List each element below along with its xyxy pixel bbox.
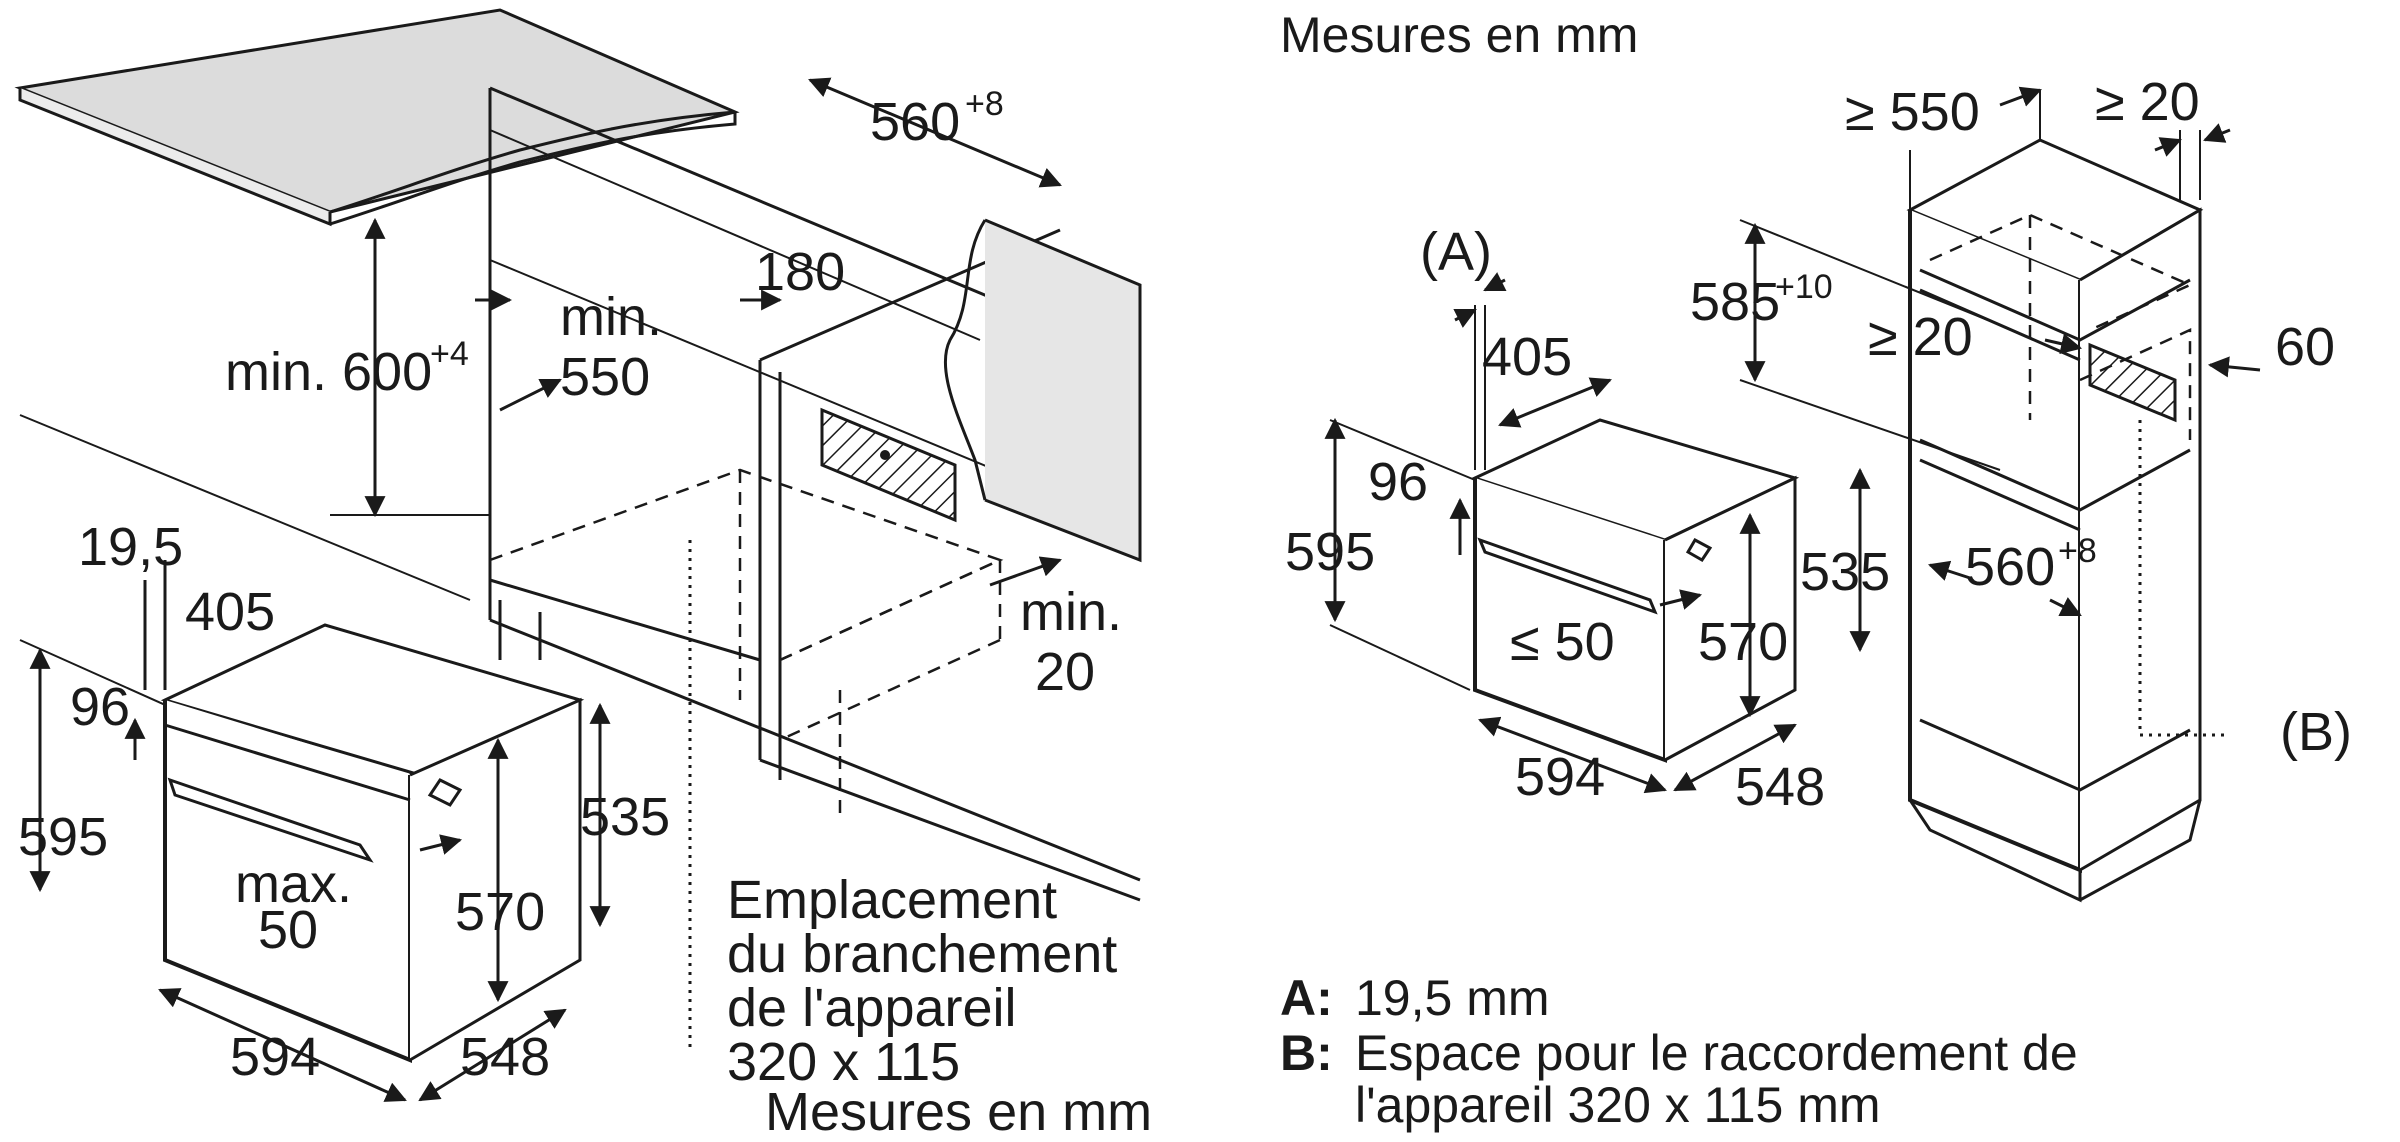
- dim-405-right: 405: [1482, 327, 1572, 387]
- oven-right: [1470, 418, 1800, 763]
- dim-535: 535: [580, 787, 670, 847]
- dim-585: 585: [1690, 272, 1780, 332]
- dim-height: 595: [18, 807, 108, 867]
- dim-20-mid: ≥ 20: [1868, 307, 1973, 367]
- dim-548-right: 548: [1735, 757, 1825, 817]
- dim-top-depth: 405: [185, 582, 275, 642]
- cabinet-outlet-hatch: [2088, 342, 2177, 423]
- left-dimension-lines: [29, 77, 1062, 1102]
- dim-560-right: 560: [1965, 537, 2055, 597]
- dim-width-niche-l2: 550: [560, 347, 650, 407]
- dim-20-top: ≥ 20: [2095, 72, 2200, 132]
- dim-60: 60: [2275, 317, 2335, 377]
- tall-cabinet: [1906, 138, 2230, 903]
- dim-outlet: 180: [755, 242, 845, 302]
- units-note: Mesures en mm: [765, 1082, 1152, 1142]
- dim-a: 19,5: [78, 517, 183, 577]
- outlet-text-l4: 320 x 115: [727, 1032, 960, 1092]
- dim-handle-l2: 50: [258, 900, 318, 960]
- label-b: (B): [2280, 702, 2352, 762]
- outlet-text-l3: de l'appareil: [727, 978, 1017, 1038]
- dim-570-right: 570: [1698, 612, 1788, 672]
- oven-left: [160, 623, 585, 1063]
- outlet-text-l1: Emplacement: [727, 870, 1057, 930]
- dim-handle-right: ≤ 50: [1510, 612, 1615, 672]
- dim-width: 594: [230, 1027, 320, 1087]
- countertop: [14, 8, 740, 227]
- dim-height-niche-tol: +4: [430, 335, 469, 373]
- dim-96-right: 96: [1368, 452, 1428, 512]
- dim-depth-niche: 560: [870, 92, 960, 152]
- dim-535-right: 535: [1800, 542, 1890, 602]
- dim-560-tol: +8: [2058, 532, 2097, 570]
- label-a: (A): [1420, 222, 1492, 282]
- outlet-hatch: [820, 407, 957, 523]
- dim-front-l2: 20: [1035, 642, 1095, 702]
- left-diagram: 560 +8 min. 600 +4 min. 550 180 min. 20 …: [14, 8, 1152, 1142]
- dim-595-right: 595: [1285, 522, 1375, 582]
- units-title: Mesures en mm: [1280, 7, 1638, 63]
- dim-handle-l1: max.: [235, 854, 352, 914]
- dim-550: ≥ 550: [1845, 82, 1980, 142]
- dim-96: 96: [70, 677, 130, 737]
- outlet-text-l2: du branchement: [727, 924, 1117, 984]
- right-dimension-lines: [1324, 86, 2261, 794]
- dim-depth: 548: [460, 1027, 550, 1087]
- dim-depth-niche-tol: +8: [965, 85, 1004, 123]
- right-diagram: Mesures en mm: [1280, 7, 2352, 1133]
- dim-570: 570: [455, 882, 545, 942]
- legend-b-text-l2: l'appareil 320 x 115 mm: [1355, 1077, 1881, 1133]
- legend-a-text: 19,5 mm: [1355, 970, 1550, 1026]
- dim-585-tol: +10: [1775, 268, 1833, 306]
- niche-cabinet: [19, 86, 1142, 1050]
- dim-front-l1: min.: [1020, 582, 1122, 642]
- dim-width-niche-l1: min.: [560, 287, 662, 347]
- legend-a-key: A:: [1280, 970, 1333, 1026]
- legend-b-text-l1: Espace pour le raccordement de: [1355, 1025, 2078, 1081]
- dim-height-niche: min. 600: [225, 342, 432, 402]
- legend: A: 19,5 mm B: Espace pour le raccordemen…: [1280, 970, 2078, 1133]
- legend-b-key: B:: [1280, 1025, 1333, 1081]
- dim-594-right: 594: [1515, 747, 1605, 807]
